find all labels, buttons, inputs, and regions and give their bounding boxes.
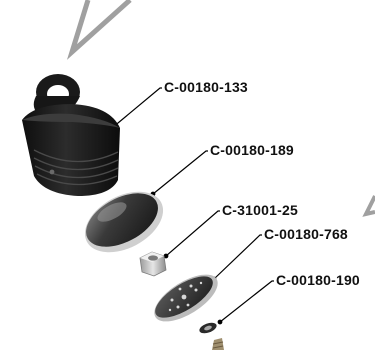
threaded-cap-part	[22, 74, 120, 196]
background-lines	[66, 0, 375, 217]
part-labels: C-00180-133 C-00180-189 C-31001-25 C-001…	[164, 79, 360, 288]
leader-line-plate	[213, 234, 262, 280]
screw-part	[212, 338, 224, 350]
dome-disc-part	[84, 191, 164, 253]
perforated-plate-part	[154, 274, 218, 322]
hex-nut-part	[139, 251, 167, 277]
leader-line-dome	[152, 150, 208, 195]
leader-line-cap	[111, 87, 162, 129]
part-label-nut: C-31001-25	[222, 202, 298, 218]
washer-part	[199, 322, 217, 334]
part-label-plate: C-00180-768	[264, 226, 348, 242]
leader-line-washer	[219, 280, 274, 323]
part-label-cap: C-00180-133	[164, 79, 248, 95]
leader-line-nut	[165, 210, 220, 257]
part-label-dome: C-00180-189	[210, 142, 294, 158]
part-label-washer: C-00180-190	[276, 272, 360, 288]
